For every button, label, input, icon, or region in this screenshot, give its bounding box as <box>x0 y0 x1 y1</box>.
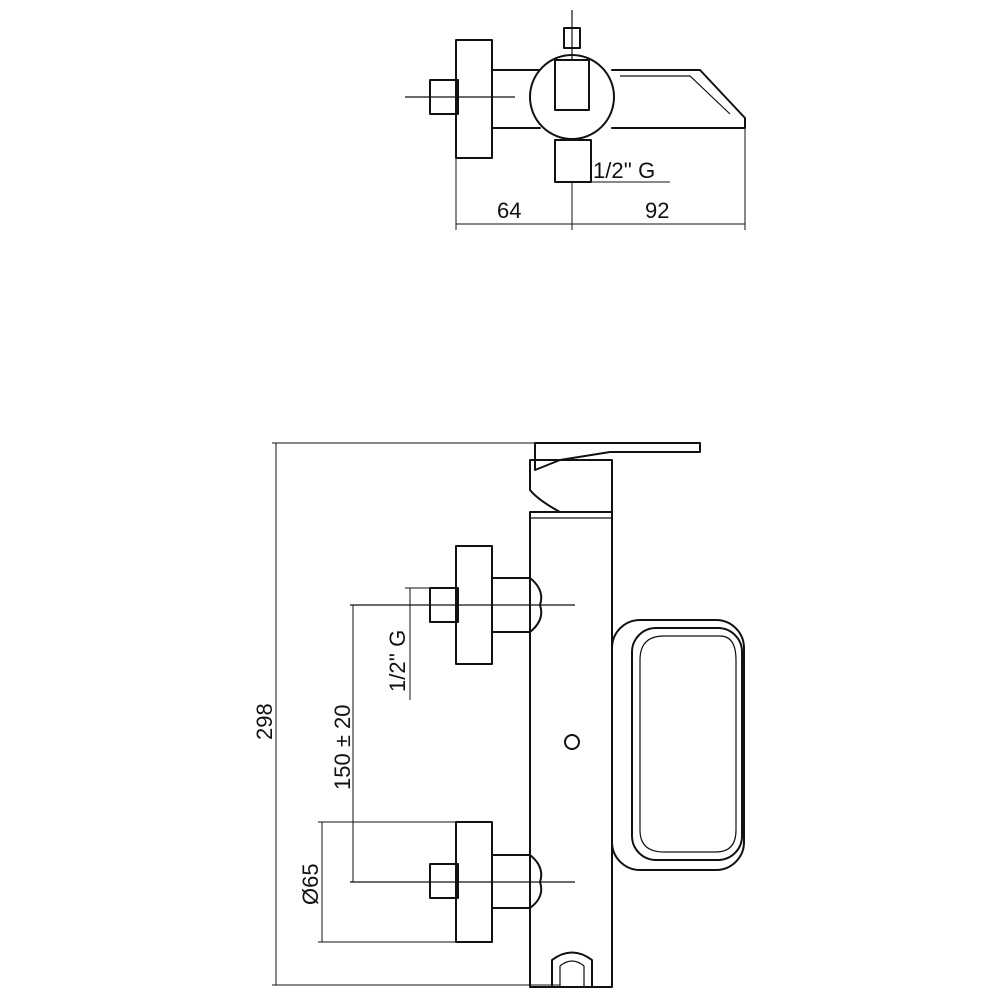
spout-inner-detail <box>639 635 737 853</box>
spout-inner <box>631 627 743 861</box>
diverter-hole <box>564 734 580 750</box>
front-view: 298 150 ± 20 1/2'' G Ø65 <box>252 442 745 988</box>
top-inlet-stub <box>429 79 459 115</box>
top-thread-label: 1/2'' G <box>593 158 655 183</box>
spout-outer <box>611 619 745 871</box>
top-view: 64 92 1/2'' G <box>405 10 746 230</box>
shower-holder-inner <box>559 960 585 987</box>
dim-92-label: 92 <box>645 198 669 223</box>
diameter-65-label: Ø65 <box>298 863 323 905</box>
dim-64-label: 64 <box>497 198 521 223</box>
shower-holder <box>551 951 593 988</box>
centers-150-label: 150 ± 20 <box>330 705 355 790</box>
top-mixer-body <box>529 54 615 140</box>
top-spout-detail <box>620 75 731 115</box>
front-thread-label: 1/2'' G <box>385 630 410 692</box>
top-outlet-fitting <box>554 139 592 183</box>
lower-inlet-stub <box>429 863 459 899</box>
top-rosette <box>455 39 493 159</box>
lever-handle <box>534 442 701 471</box>
top-body-connector <box>491 69 541 129</box>
top-lever-stem <box>554 59 590 111</box>
top-spout <box>611 69 746 129</box>
height-298-label: 298 <box>252 703 277 740</box>
